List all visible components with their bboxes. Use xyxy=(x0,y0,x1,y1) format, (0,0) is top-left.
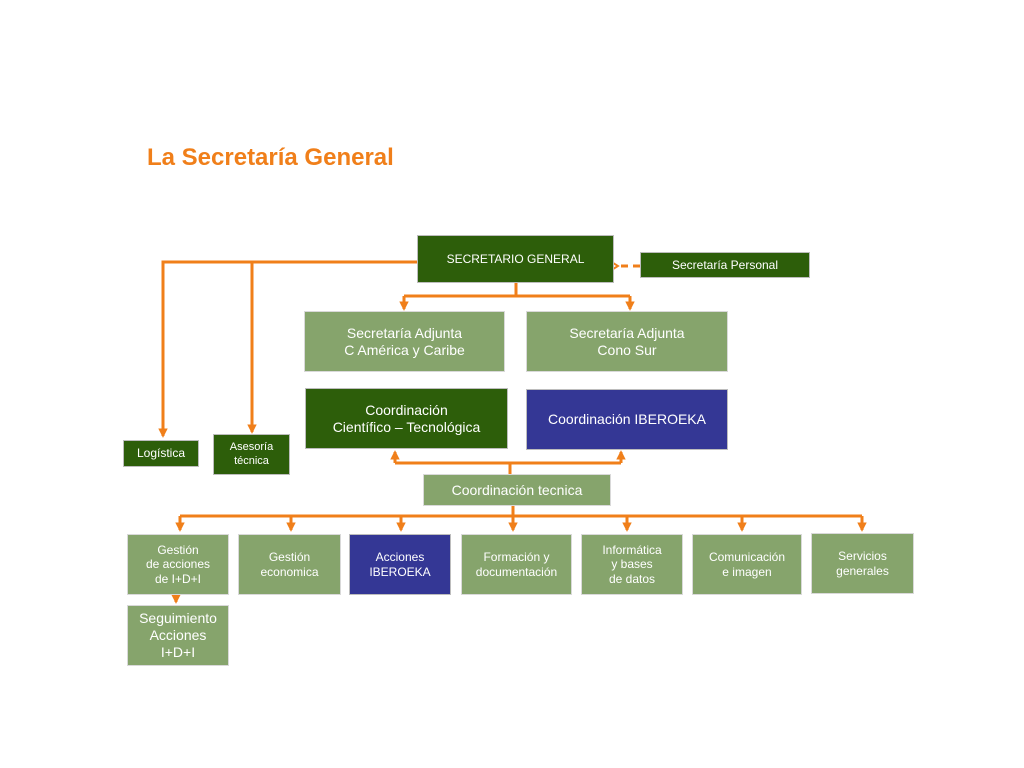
node-coord-tecnica: Coordinación tecnica xyxy=(423,474,611,506)
node-servicios: Servicios generales xyxy=(811,533,914,594)
node-secretario-general: SECRETARIO GENERAL xyxy=(417,235,614,283)
node-acciones-iberoeka: Acciones IBEROEKA xyxy=(349,534,451,595)
node-gestion-economica: Gestión economica xyxy=(238,534,341,595)
node-coord-cientifico: Coordinación Científico – Tecnológica xyxy=(305,388,508,449)
node-adjunta-america: Secretaría Adjunta C América y Caribe xyxy=(304,311,505,372)
node-logistica: Logística xyxy=(123,440,199,467)
node-comunicacion: Comunicación e imagen xyxy=(692,534,802,595)
node-secretaria-personal: Secretaría Personal xyxy=(640,252,810,278)
node-formacion: Formación y documentación xyxy=(461,534,572,595)
page-title: La Secretaría General xyxy=(147,144,394,171)
node-informatica: Informática y bases de datos xyxy=(581,534,683,595)
node-coord-iberoeka: Coordinación IBEROEKA xyxy=(526,389,728,450)
connector-logistica xyxy=(158,260,418,438)
node-asesoria: Asesoría técnica xyxy=(213,434,290,475)
node-gestion-acciones: Gestión de acciones de I+D+I xyxy=(127,534,229,595)
node-adjunta-cono-sur: Secretaría Adjunta Cono Sur xyxy=(526,311,728,372)
node-seguimiento: Seguimiento Acciones I+D+I xyxy=(127,605,229,666)
